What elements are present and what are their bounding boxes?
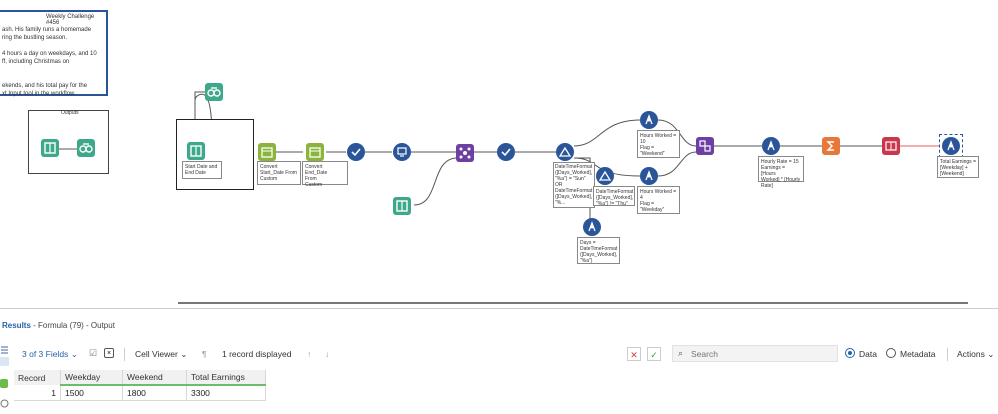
data-radio[interactable] (845, 348, 855, 358)
close-box-icon[interactable]: × (104, 348, 114, 358)
search-input[interactable] (689, 347, 833, 361)
records-displayed: 1 record displayed (222, 349, 292, 359)
metadata-radio-label: Metadata (900, 349, 936, 359)
actions-label: Actions (957, 349, 985, 359)
challenge-comment[interactable]: Weekly Challenge #456 ash. His family ru… (0, 10, 108, 97)
cell-viewer-button[interactable]: Cell Viewer ⌄ (135, 349, 187, 360)
formula-total-annotation: Total Earnings = [Weekday] + [Weekend] (937, 156, 979, 178)
cell-weekend[interactable]: 1800 (122, 385, 187, 401)
convert-end-annotation: Convert End_Date From Custom (302, 161, 348, 188)
outputs-container-title: Outputs (61, 110, 79, 116)
filter-true-annotation: DateTimeFormat ([Days_Worked], "%a") = "… (553, 162, 595, 208)
formula-earnings-annotation: Hourly Rate = 15 Earnings = [Hours Worke… (758, 156, 804, 189)
cell-viewer-label: Cell Viewer (135, 349, 178, 359)
outputs-container[interactable]: Outputs (28, 110, 109, 174)
results-toolbar: 3 of 3 Fields ⌄ ☑ × Cell Viewer ⌄ ¶ 1 re… (0, 343, 998, 365)
edit-icon[interactable]: ☑ (88, 348, 98, 358)
formula-earnings-tool-icon[interactable] (762, 137, 780, 155)
text-input-tool-icon[interactable] (187, 142, 205, 160)
input-tool-icon[interactable] (41, 139, 59, 157)
column-header-record[interactable]: Record (14, 370, 61, 385)
header-row: Record Weekday Weekend Total Earnings (14, 370, 266, 386)
formula-days-tool-icon[interactable] (583, 218, 601, 236)
formula-days-annotation: Days = DateTimeFormat ([Days_Worked], "%… (577, 237, 620, 264)
outputs-connector (59, 148, 77, 150)
challenge-text: ash. His family runs a homemade ring the… (2, 27, 97, 97)
chevron-down-icon: ⌄ (987, 349, 995, 359)
actions-menu[interactable]: Actions ⌄ (957, 349, 994, 360)
chevron-down-icon: ⌄ (180, 349, 188, 359)
union-tool-icon[interactable] (696, 137, 714, 155)
table-view-icon[interactable] (0, 357, 9, 366)
results-grid: Record Weekday Weekend Total Earnings 1 … (14, 370, 266, 401)
search-icon: ⌕ (678, 348, 684, 358)
select-tool-2-icon[interactable] (497, 143, 515, 161)
cell-total-earnings[interactable]: 3300 (186, 385, 266, 401)
arrow-up-icon[interactable]: ↑ (307, 349, 312, 359)
results-table: Record Weekday Weekend Total Earnings 1 … (14, 370, 266, 401)
data-radio-dot (848, 351, 852, 355)
cell-record[interactable]: 1 (14, 385, 61, 401)
challenge-title: Weekly Challenge #456 (46, 14, 95, 26)
pilcrow-icon[interactable]: ¶ (202, 349, 207, 359)
chevron-down-icon: ⌄ (70, 349, 78, 359)
data-radio-label: Data (859, 349, 877, 359)
filter-tool-2-icon[interactable] (596, 167, 614, 185)
results-title: Results - Formula (79) - Output (2, 321, 115, 330)
convert-start-annotation: Convert Start_Date From Custom (257, 161, 301, 185)
text-input-lower-tool-icon[interactable] (393, 197, 411, 215)
results-subtitle: - Formula (79) - Output (30, 321, 115, 330)
cell-weekday[interactable]: 1500 (60, 385, 123, 401)
fields-selector[interactable]: 3 of 3 Fields ⌄ (22, 349, 78, 360)
workflow-canvas[interactable]: Weekly Challenge #456 ash. His family ru… (0, 0, 998, 300)
fields-selector-label: 3 of 3 Fields (22, 349, 69, 359)
accept-icon[interactable]: ✓ (647, 347, 661, 361)
results-pane: Results - Formula (79) - Output 3 of 3 F… (0, 308, 998, 414)
formula-weekday-tool-icon[interactable] (640, 167, 658, 185)
append-fields-tool-icon[interactable] (456, 144, 474, 162)
list-icon[interactable] (0, 341, 9, 354)
search-box[interactable]: ⌕ (672, 345, 838, 362)
formula-weekend-tool-icon[interactable] (640, 111, 658, 129)
arrow-down-icon[interactable]: ↓ (325, 349, 330, 359)
data-tab-icon[interactable] (0, 379, 8, 388)
table-row[interactable]: 1 1500 1800 3300 (14, 385, 266, 401)
toolbar-divider-2 (947, 348, 948, 361)
results-title-text: Results (2, 321, 31, 330)
summarize-tool-icon[interactable] (822, 137, 840, 155)
metadata-radio[interactable] (886, 348, 896, 358)
info-icon[interactable] (0, 395, 9, 408)
datetime-end-tool-icon[interactable] (306, 143, 324, 161)
input-annotation: Start Date and End Date (182, 161, 222, 179)
filter-tool-icon[interactable] (556, 143, 574, 161)
formula-total-tool-icon[interactable] (942, 137, 960, 155)
column-header-weekend[interactable]: Weekend (122, 370, 187, 386)
filter-false-annotation: DateTimeFormat ([Days_Worked], "%a") != … (593, 186, 635, 207)
browse-tool-icon[interactable] (77, 139, 95, 157)
column-header-weekday[interactable]: Weekday (60, 370, 123, 386)
select-tool-icon[interactable] (347, 143, 365, 161)
pane-splitter[interactable] (178, 302, 968, 304)
generate-rows-tool-icon[interactable] (393, 143, 411, 161)
crosstab-tool-icon[interactable] (882, 137, 900, 155)
reject-icon[interactable]: ✕ (627, 347, 641, 361)
column-header-total-earnings[interactable]: Total Earnings (186, 370, 266, 386)
formula-weekend-annotation: Hours Worked = 10 Flag = "Weekend" (637, 130, 680, 158)
browse-tool-top-icon[interactable] (205, 83, 223, 101)
formula-weekday-annotation: Hours Worked = 4 Flag = "Weekday" (637, 186, 680, 214)
toolbar-divider (124, 348, 125, 361)
datetime-start-tool-icon[interactable] (258, 143, 276, 161)
